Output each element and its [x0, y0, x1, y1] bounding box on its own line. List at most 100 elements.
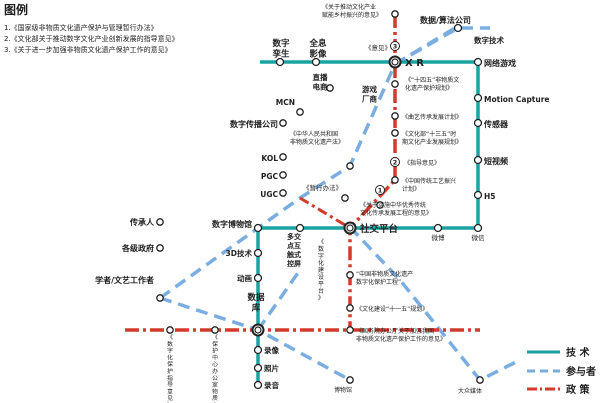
label-inheritor: 传承人	[129, 217, 155, 227]
label-p-law: 《中华人民共和国非物质文化遗产法》	[290, 130, 344, 146]
station-wechat	[473, 223, 483, 233]
note-3: 3.《关于进一步加强非物质文化遗产保护工作的意见》	[4, 45, 172, 54]
label-ugc: UGC	[260, 190, 278, 199]
station-inheritor	[156, 218, 164, 226]
label-p-revive: 《中国传统工艺振兴计划》	[402, 177, 456, 193]
station-digital-comm	[279, 119, 287, 127]
station-mcn	[296, 108, 304, 116]
label-interactive: 多交点互触式控屏	[286, 232, 302, 268]
route-lines	[125, 14, 521, 385]
participant-line-right	[348, 225, 521, 383]
label-game-maker: 游戏厂商	[362, 84, 377, 104]
station-digital-museum	[253, 223, 263, 233]
station-scholar	[156, 294, 164, 302]
label-sensor: 传感器	[483, 119, 509, 129]
label-p-interim: 《暂行办法》	[303, 183, 342, 192]
station-h5	[473, 190, 483, 200]
label-digital-tech: 数字技术	[474, 35, 504, 45]
badge-3: 3	[393, 43, 398, 51]
station-game-maker	[346, 162, 354, 170]
key-policy-label: 政 策	[566, 383, 590, 396]
label-xr: X R	[405, 58, 424, 69]
badge-1-ring	[375, 185, 385, 195]
station-p-digital	[346, 271, 354, 279]
label-animation: 动画	[237, 273, 252, 283]
station-p-plan	[346, 304, 354, 312]
label-p-craft: 《曲艺传承发展计划》	[402, 113, 462, 121]
label-p-rural: 《关于推动文化产业赋能乡村振兴的意见》	[322, 3, 382, 19]
station-short-video	[473, 155, 483, 165]
station-social-inner	[346, 224, 354, 232]
label-database: 数据库	[247, 292, 265, 314]
label-motion-capture: Motion Capture	[484, 95, 550, 104]
station-live-streamer	[326, 84, 334, 92]
label-kol: KOL	[261, 154, 278, 163]
label-p-plan: 《文化建设“十一五”规划》	[356, 305, 428, 313]
station-p-revive	[391, 176, 399, 184]
station-online-game	[473, 57, 483, 67]
label-p-digital: “中国非物质文化遗产数字化保护工程”	[356, 270, 413, 286]
line-key: 技 术 参与者 政 策	[527, 346, 596, 396]
badge-3-ring	[390, 41, 400, 51]
station-p-protect	[211, 326, 219, 334]
label-p-135: 《文化部“十三五”时期文化产业发展规划》	[402, 130, 462, 146]
station-p-145	[391, 80, 399, 88]
label-social: 社交平台	[359, 223, 399, 235]
label-p-impl: 《关于实施中华优秀传统文化传承发展工程的意见》	[360, 201, 432, 217]
station-p-impl	[376, 201, 384, 209]
key-tech-label: 技 术	[566, 346, 589, 359]
label-digital-museum: 数字博物馆	[212, 219, 252, 229]
label-p-guide-v: 《数字化保护指导意见》	[167, 334, 173, 403]
station-weibo	[433, 223, 443, 233]
station-pgc	[279, 171, 287, 179]
station-p-135	[391, 129, 399, 137]
key-participants-label: 参与者	[566, 365, 596, 378]
label-museum: 博物馆	[334, 386, 352, 394]
station-kol	[279, 153, 287, 161]
station-p-state	[346, 326, 354, 334]
station-museum	[346, 376, 354, 384]
label-data-company: 数据/算法公司	[420, 15, 471, 25]
label-p-145: 《“十四五”非物质文化遗产保护规划》	[405, 76, 459, 92]
station-xr-inner	[391, 58, 399, 66]
station-audio	[253, 380, 263, 390]
station-panoramic	[311, 57, 321, 67]
label-p-digitize: 《数字化建设平台》	[318, 239, 324, 302]
label-gov: 各级政府	[121, 243, 154, 253]
station-social	[343, 221, 357, 235]
label-video: 录像	[264, 345, 279, 355]
label-live-streamer: 直播电商	[313, 72, 328, 92]
stations	[156, 10, 484, 390]
station-photo	[253, 363, 263, 373]
station-p-guide-v	[166, 326, 174, 334]
label-h5: H5	[484, 192, 496, 201]
label-p-state: 《国务院办公厅关于加强我国非物质文化遗产保护工作的意见》	[356, 327, 446, 343]
station-interactive	[295, 223, 305, 233]
label-pgc: PGC	[261, 172, 279, 181]
station-xr	[388, 55, 402, 69]
badge-2-ring	[390, 157, 400, 167]
station-p-interim	[341, 194, 349, 202]
label-p-opinion: 《意见》	[365, 43, 391, 52]
station-mass-media	[476, 376, 484, 384]
label-weibo: 微博	[432, 233, 446, 242]
label-audio: 录音	[264, 380, 279, 390]
participant-line-digital-tech	[394, 26, 490, 66]
label-scholar: 学者/文艺工作者	[95, 275, 154, 285]
legend-title: 图例	[4, 2, 28, 17]
station-database-inner	[254, 326, 262, 334]
label-short-video: 短视频	[484, 156, 508, 166]
note-1: 1.《国家级非物质文化遗产保护与管理暂行办法》	[4, 23, 158, 32]
station-data-company	[453, 23, 463, 33]
station-p-rural	[391, 10, 399, 18]
station-database	[251, 323, 265, 337]
station-motion-capture	[473, 93, 483, 103]
station-3d	[253, 248, 263, 258]
policy-line-law	[299, 196, 351, 230]
label-p-protect: 《保护中心办公室物质文化》	[212, 334, 218, 403]
station-digital-twin	[275, 57, 285, 67]
station-ugc	[279, 189, 287, 197]
